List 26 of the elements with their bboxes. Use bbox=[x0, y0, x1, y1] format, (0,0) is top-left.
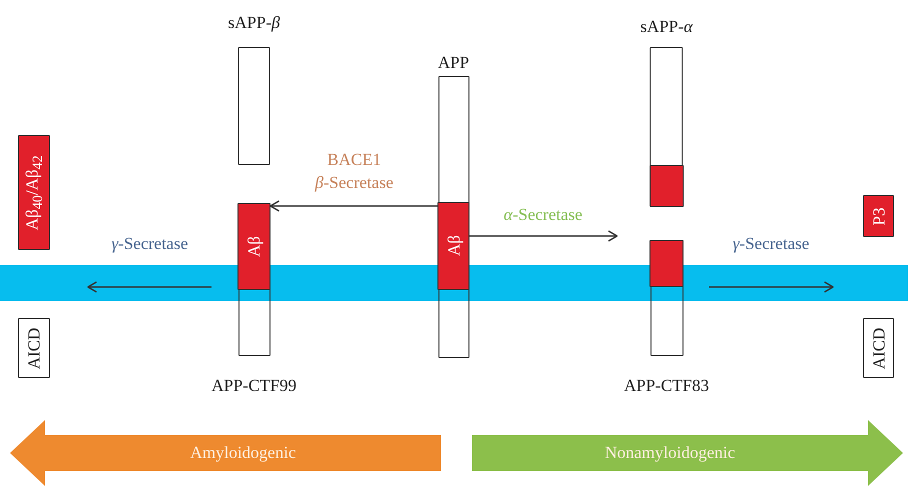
arrow bbox=[469, 230, 618, 242]
pathway-arrow bbox=[472, 420, 903, 486]
fragment-box bbox=[18, 318, 50, 378]
arrow bbox=[270, 200, 438, 212]
pathway-arrow bbox=[10, 420, 441, 486]
fragment-label: sAPP-β bbox=[228, 13, 280, 33]
pathway-label: Nonamyloidogenic bbox=[604, 443, 736, 463]
fragment-label: APP-CTF83 bbox=[624, 376, 710, 396]
fragment-label: APP-CTF99 bbox=[211, 376, 297, 396]
fragment-box bbox=[863, 318, 894, 378]
fragment-label: sAPP-α bbox=[640, 17, 693, 37]
peptide-box bbox=[863, 195, 894, 237]
segment-label: Aβ bbox=[246, 236, 262, 256]
amyloid-beta-segment bbox=[650, 240, 684, 286]
arrow bbox=[87, 281, 212, 293]
fragment-name: AICD bbox=[26, 327, 42, 369]
fragment-label: APP bbox=[438, 53, 470, 73]
amyloid-beta-segment bbox=[650, 164, 684, 206]
amyloid-beta-segment bbox=[238, 202, 270, 290]
fragment-name: AICD bbox=[870, 327, 887, 369]
amyloid-beta-segment bbox=[438, 202, 470, 290]
segment-label: Aβ bbox=[445, 235, 462, 256]
peptide-label: P3 bbox=[870, 207, 887, 225]
peptide-box bbox=[18, 135, 50, 250]
pathway-label: Amyloidogenic bbox=[190, 443, 296, 463]
arrow bbox=[709, 281, 834, 293]
